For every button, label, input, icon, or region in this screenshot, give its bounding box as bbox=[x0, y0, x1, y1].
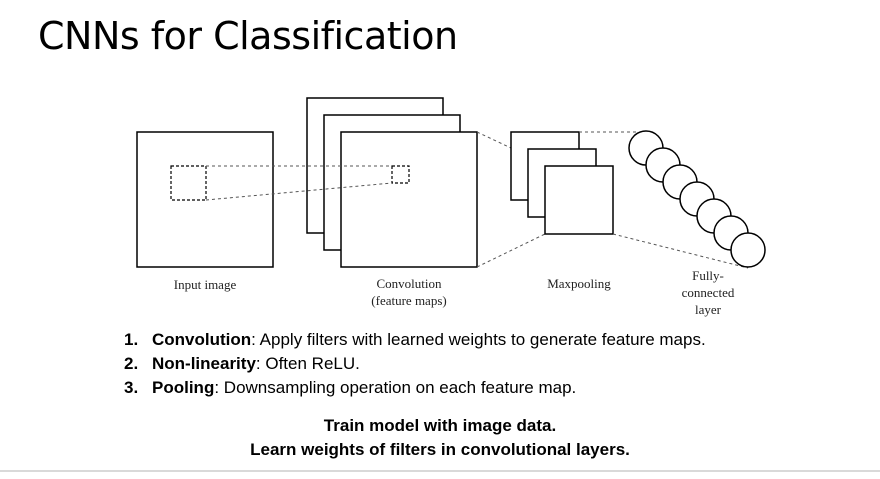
label-connected: connected bbox=[682, 285, 735, 300]
input-receptive-field bbox=[170, 165, 207, 201]
bottom-divider bbox=[0, 470, 880, 472]
step-number: 2. bbox=[124, 354, 139, 373]
summary-line-1: Train model with image data. bbox=[323, 416, 557, 435]
label-feature-maps: (feature maps) bbox=[371, 293, 446, 308]
step-text: Downsampling operation on each feature m… bbox=[219, 378, 577, 397]
summary-line-2: Learn weights of filters in convolutiona… bbox=[250, 440, 630, 459]
fc-neuron bbox=[730, 232, 766, 268]
step-term: Non-linearity bbox=[152, 354, 256, 373]
feature-map-unit bbox=[391, 165, 410, 184]
steps-list: 1. Convolution: Apply filters with learne… bbox=[124, 328, 706, 400]
fc-line-bottom bbox=[612, 233, 749, 269]
step-number: 3. bbox=[124, 378, 139, 397]
slide-title: CNNs for Classification bbox=[38, 14, 458, 58]
step-item: 1. Convolution: Apply filters with learne… bbox=[124, 328, 706, 352]
pool-line-top bbox=[476, 131, 512, 149]
step-item: 3. Pooling: Downsampling operation on eac… bbox=[124, 376, 706, 400]
cnn-diagram: Input image Convolution (feature maps) M… bbox=[136, 97, 766, 317]
pool-line-bottom bbox=[476, 233, 546, 268]
label-maxpooling: Maxpooling bbox=[547, 276, 611, 291]
step-term: Convolution bbox=[152, 330, 252, 349]
step-item: 2. Non-linearity: Often ReLU. bbox=[124, 352, 706, 376]
step-term: Pooling bbox=[152, 378, 215, 397]
step-text: Apply filters with learned weights to ge… bbox=[255, 330, 706, 349]
step-separator: : bbox=[255, 354, 261, 373]
label-fully: Fully- bbox=[692, 268, 724, 283]
step-separator: : bbox=[214, 378, 220, 397]
step-separator: : bbox=[251, 330, 256, 349]
projection-line-bottom bbox=[205, 182, 393, 201]
step-number: 1. bbox=[124, 330, 139, 349]
label-layer: layer bbox=[695, 302, 722, 317]
summary-block: Train model with image data. Learn weigh… bbox=[0, 414, 880, 462]
label-convolution: Convolution bbox=[376, 276, 442, 291]
feature-map-front bbox=[340, 131, 478, 268]
label-input-image: Input image bbox=[174, 277, 237, 292]
step-text: Often ReLU. bbox=[260, 354, 360, 373]
pooled-map-front bbox=[544, 165, 614, 235]
